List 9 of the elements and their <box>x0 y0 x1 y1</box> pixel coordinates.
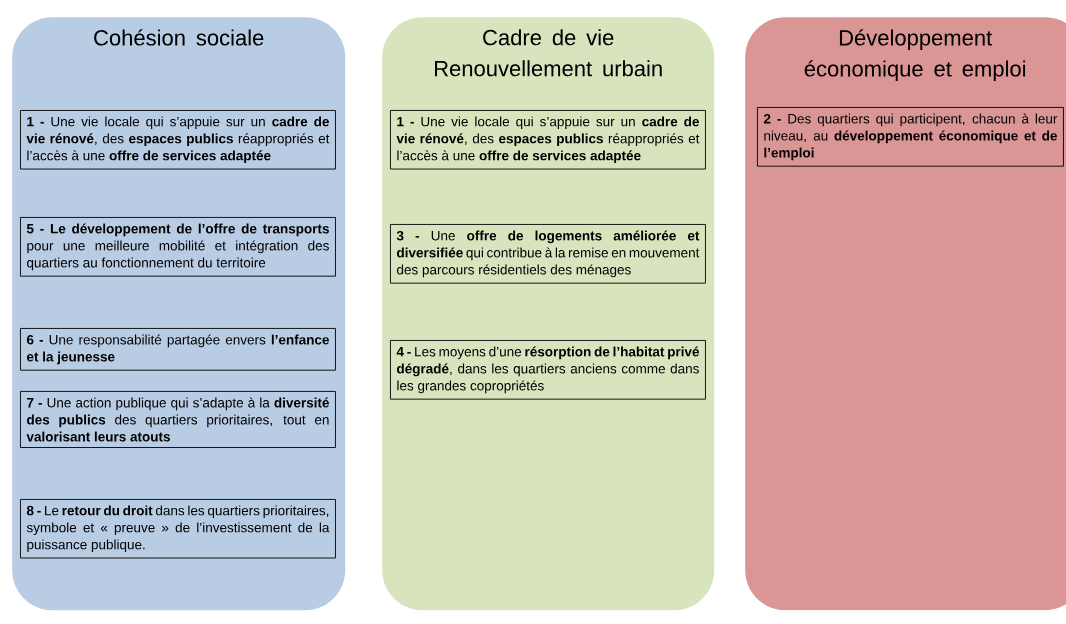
text-box: 1 - Une vie locale qui s’appuie sur un cadre de vie rénové, des espaces publics réappropriés et l’accès à une offre de services adaptée <box>20 110 336 170</box>
text-box: 8 - Le retour du droit dans les quartiers prioritaires, symbole et « preuve » de l’investissement de la puissance publique. <box>20 499 336 559</box>
text-box: 4 - Les moyens d’une résorption de l’habitat privé dégradé, dans les quartiers anciens comme dans les grandes copropriétés <box>390 340 706 400</box>
text-box: 1 - Une vie locale qui s’appuie sur un cadre de vie rénové, des espaces publics réappropriés et l’accès à une offre de services adaptée <box>390 110 706 170</box>
text-box: 3 - Une offre de logements améliorée et diversifiée qui contribue à la remise en mouvement des parcours résidentiels des ménages <box>390 224 706 284</box>
text-box: 7 - Une action publique qui s’adapte à la diversité des publics des quartiers prioritaires, tout en valorisant leurs atouts <box>20 391 336 448</box>
text-box: 2 - Des quartiers qui participent, chacun à leur niveau, au développement économique et de l’emploi <box>757 107 1064 167</box>
text-box: 6 - Une responsabilité partagée envers l’enfance et la jeunesse <box>20 328 336 371</box>
text-box: 5 - Le développement de l’offre de transports pour une meilleure mobilité et intégration des quartiers au fonctionnement du territoire <box>20 217 336 277</box>
